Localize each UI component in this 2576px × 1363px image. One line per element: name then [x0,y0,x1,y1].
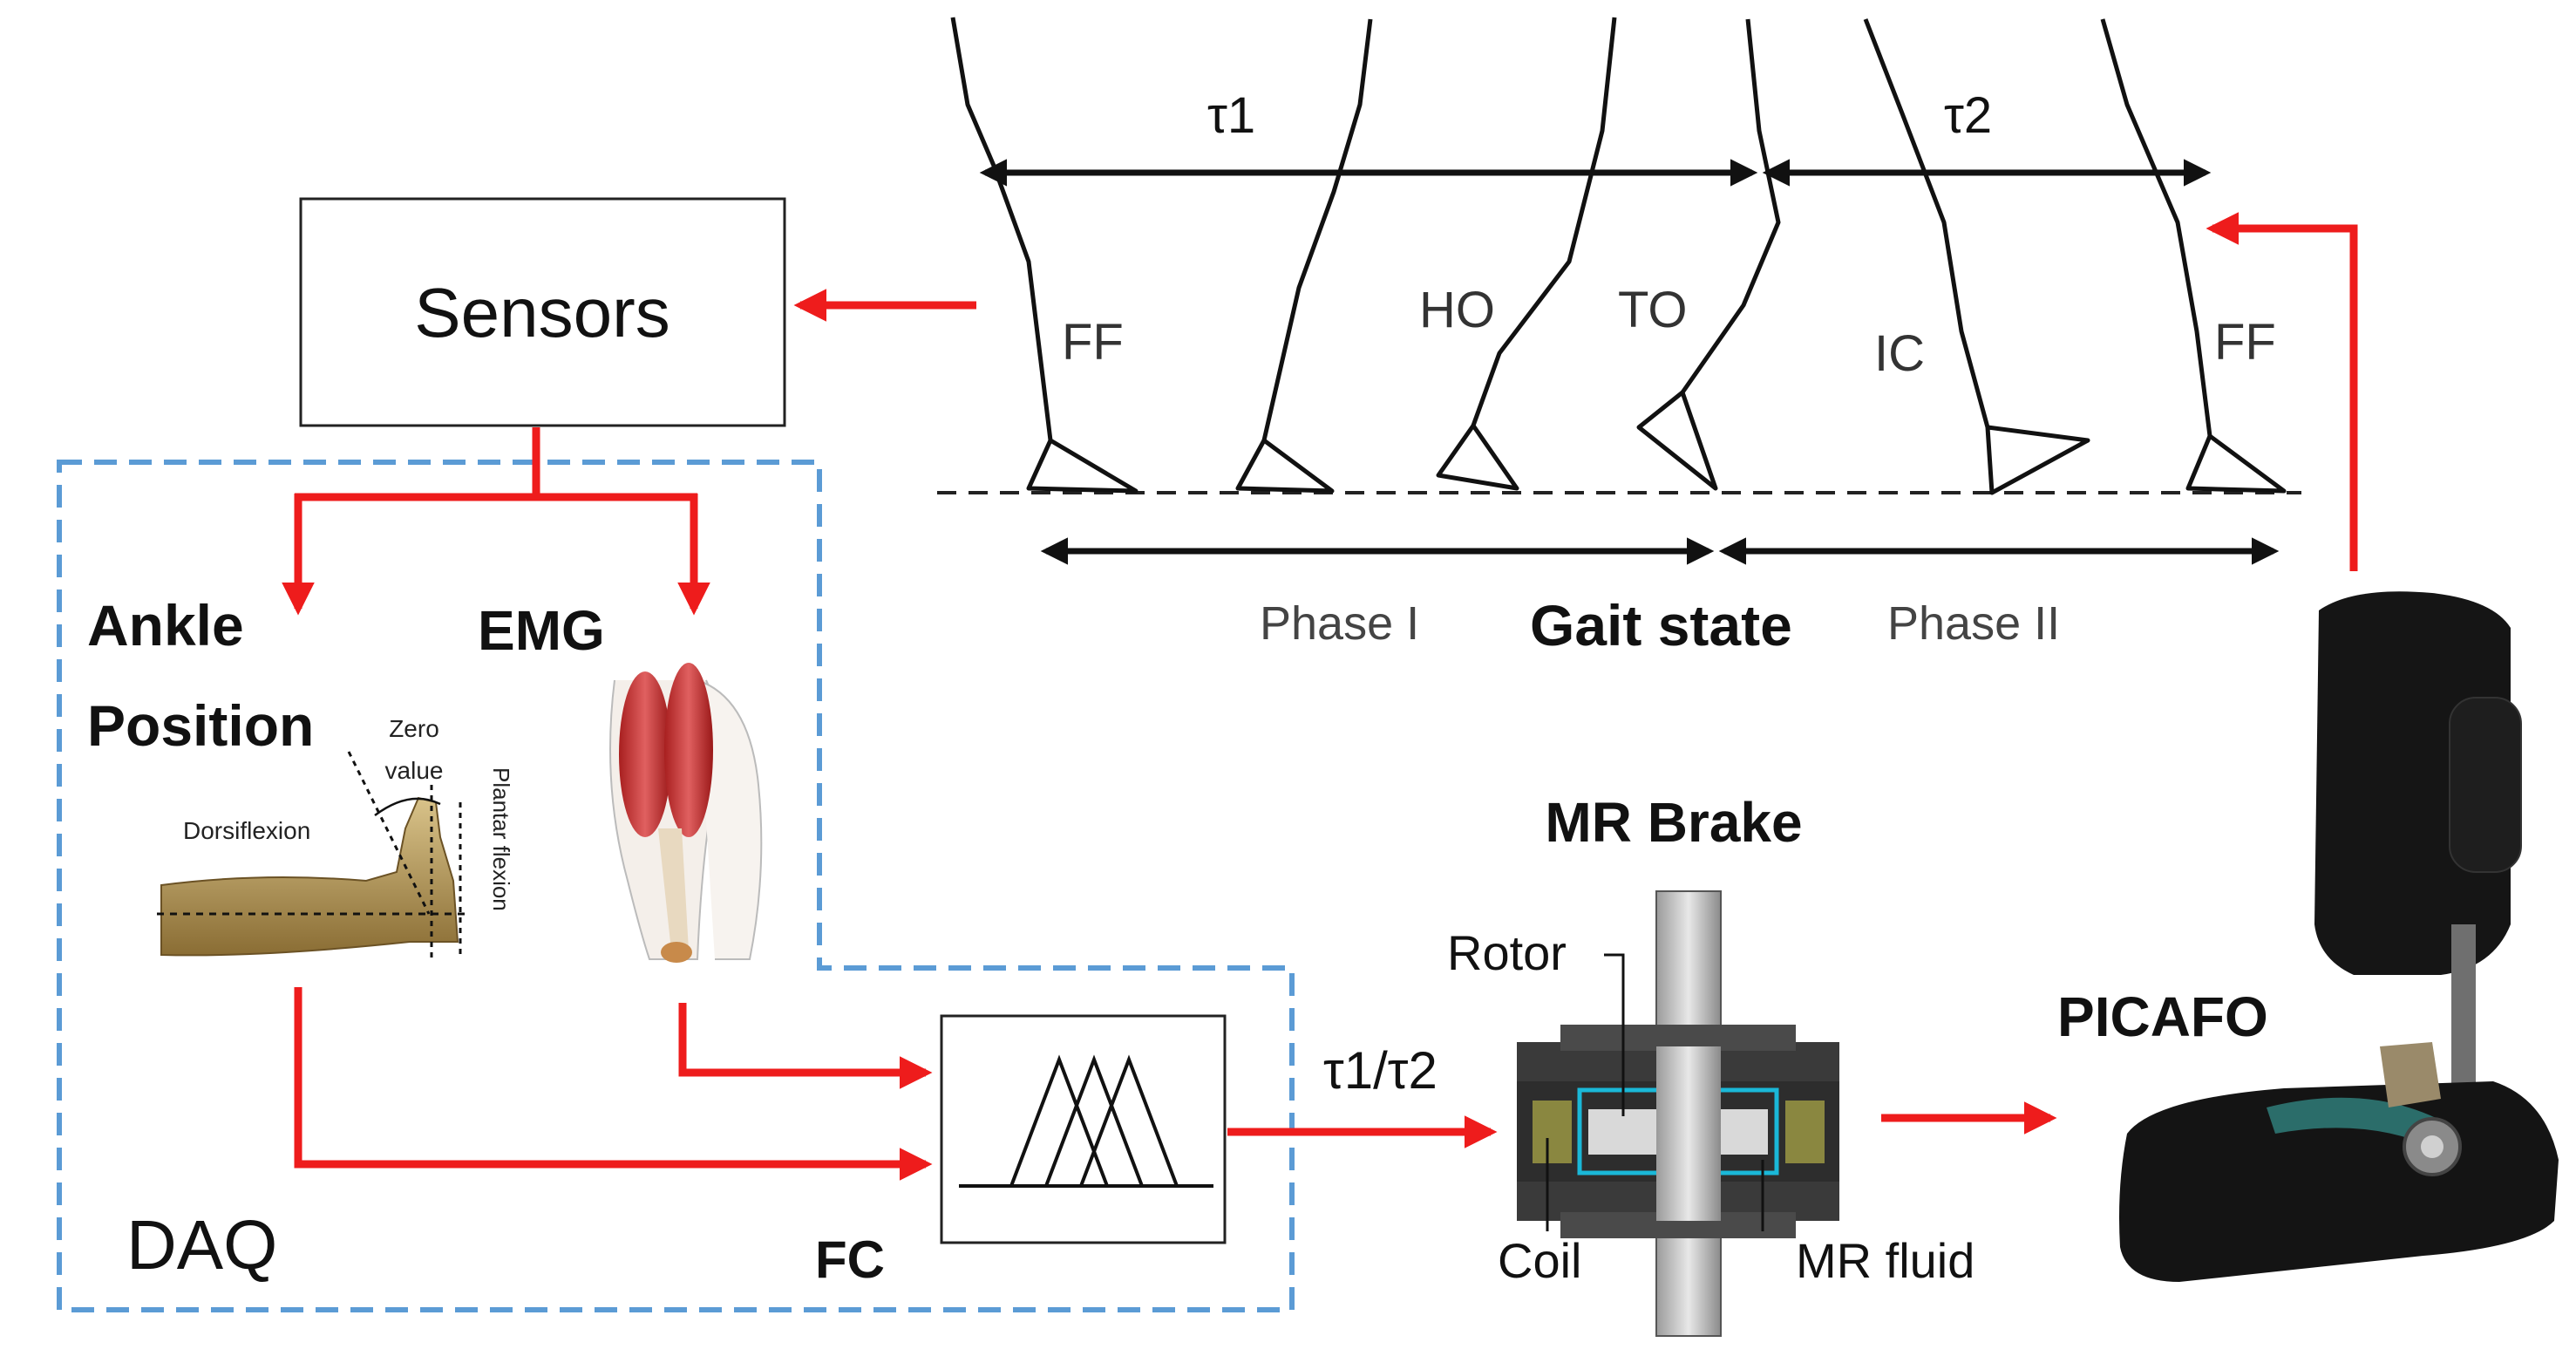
tau-ratio-label: τ1/τ2 [1323,1041,1438,1100]
sensors-box [299,197,786,427]
gait-event-to: TO [1618,282,1688,338]
muscle-left [619,671,671,837]
calf-outline-right [697,679,763,960]
tau2-label: τ2 [1944,87,1992,144]
phase2-label: Phase II [1887,597,2060,650]
ankle-joint-hub [2421,1135,2443,1158]
phase1-label: Phase I [1260,597,1419,650]
plantar-flexion-label: Plantar flexion [488,767,514,911]
gait-event-ff-1: FF [1062,314,1124,371]
mr-brake: MR Brake Rotor Coil MR fluid [1447,791,1974,1337]
coil-right [1785,1101,1825,1163]
fuzzy-controller-block [940,1014,1227,1244]
sensors-label: Sensors [414,274,669,351]
emg-muscle-figure [609,663,763,963]
rotor-label: Rotor [1447,925,1567,980]
leg-shape [160,796,459,957]
leg-ff-2 [2100,18,2287,494]
fc-label: FC [815,1230,885,1289]
leg-ff-1 [950,17,1138,494]
mr-fluid-label: MR fluid [1796,1233,1974,1288]
tau1-label: τ1 [1207,87,1255,144]
zero-value-label-2: value [385,757,444,784]
membership-function-3 [1079,1054,1179,1187]
arrows-to-fc [294,987,933,1181]
gait-cycle-diagram: FF HO TO IC FF τ1 τ2 Phase I Gait state … [937,17,2301,658]
coil-label: Coil [1498,1233,1581,1288]
foot-strap [2267,1097,2450,1151]
brake-unit [2380,1042,2441,1107]
shaft-front [1656,1046,1721,1221]
gait-state-label: Gait state [1530,593,1792,658]
membership-function-1 [1009,1054,1109,1187]
gait-event-ff-2: FF [2214,314,2276,371]
leg-ho [1436,17,1617,491]
fuzzy-controller-box [940,1014,1227,1244]
gait-event-ic: IC [1874,325,1925,382]
muscle-right [664,663,713,837]
sensors-block: Sensors [299,197,786,427]
emg-label: EMG [478,599,605,662]
sensor-split-arrows [282,427,710,616]
membership-function-2 [1044,1054,1144,1187]
leg-to [1636,18,1781,491]
zero-value-label: Zero [389,715,439,742]
rotor-leader [1604,953,1625,1116]
leg-ic [1863,18,2090,495]
picafo-label: PICAFO [2057,985,2268,1048]
mr-brake-label: MR Brake [1545,791,1802,854]
strap [2449,697,2522,873]
gait-event-ho: HO [1419,282,1495,338]
daq-label: DAQ [126,1206,277,1284]
ankle-position-label: Ankle [87,593,244,658]
daq-region-border [57,460,1295,1312]
ankle-figure: Zero value Dorsiflexion Plantar flexion [157,715,514,959]
tendon [658,828,689,951]
angle-arc [374,797,441,817]
calf-shell [2314,591,2511,975]
heel [661,942,692,963]
coil-left [1533,1101,1572,1163]
dorsiflexion-line [347,751,431,915]
leg-2 [1235,18,1373,494]
dorsiflexion-label: Dorsiflexion [183,817,310,844]
picafo-to-gait-arrow [2206,212,2358,571]
ankle-position-label-2: Position [87,693,314,758]
picafo-device: PICAFO [2057,591,2559,1282]
